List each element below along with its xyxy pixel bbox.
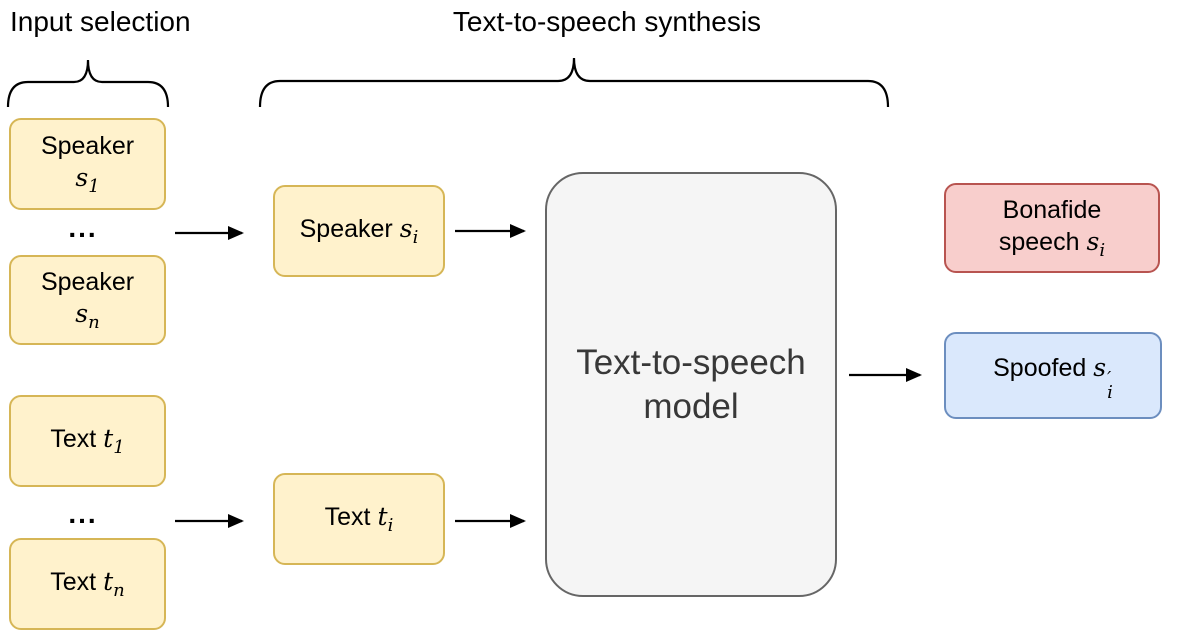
speaker-sn-label: Speaker (40, 267, 135, 296)
tts-synthesis-label: Text-to-speech synthesis (452, 6, 762, 37)
tts-model-node: Text-to-speech model (545, 172, 837, 597)
tts-model-line1: Text-to-speech (576, 342, 806, 382)
speaker-sn-node: Speaker sn (9, 255, 166, 345)
speaker-s1-node: Speaker s1 (9, 118, 166, 210)
input-selection-brace (6, 59, 170, 108)
tts-model-line2: model (643, 386, 739, 426)
speaker-s1-label: Speaker (40, 131, 135, 160)
speaker-s1-math: s1 (75, 163, 100, 198)
tts-synthesis-brace (258, 57, 890, 108)
speakers-ellipsis: ... (68, 212, 98, 243)
bonafide-line1: Bonafide (1002, 195, 1102, 224)
texts-ellipsis: ... (68, 498, 98, 529)
input-selection-label: Input selection (10, 6, 191, 37)
speaker-sn-math: sn (75, 299, 100, 334)
